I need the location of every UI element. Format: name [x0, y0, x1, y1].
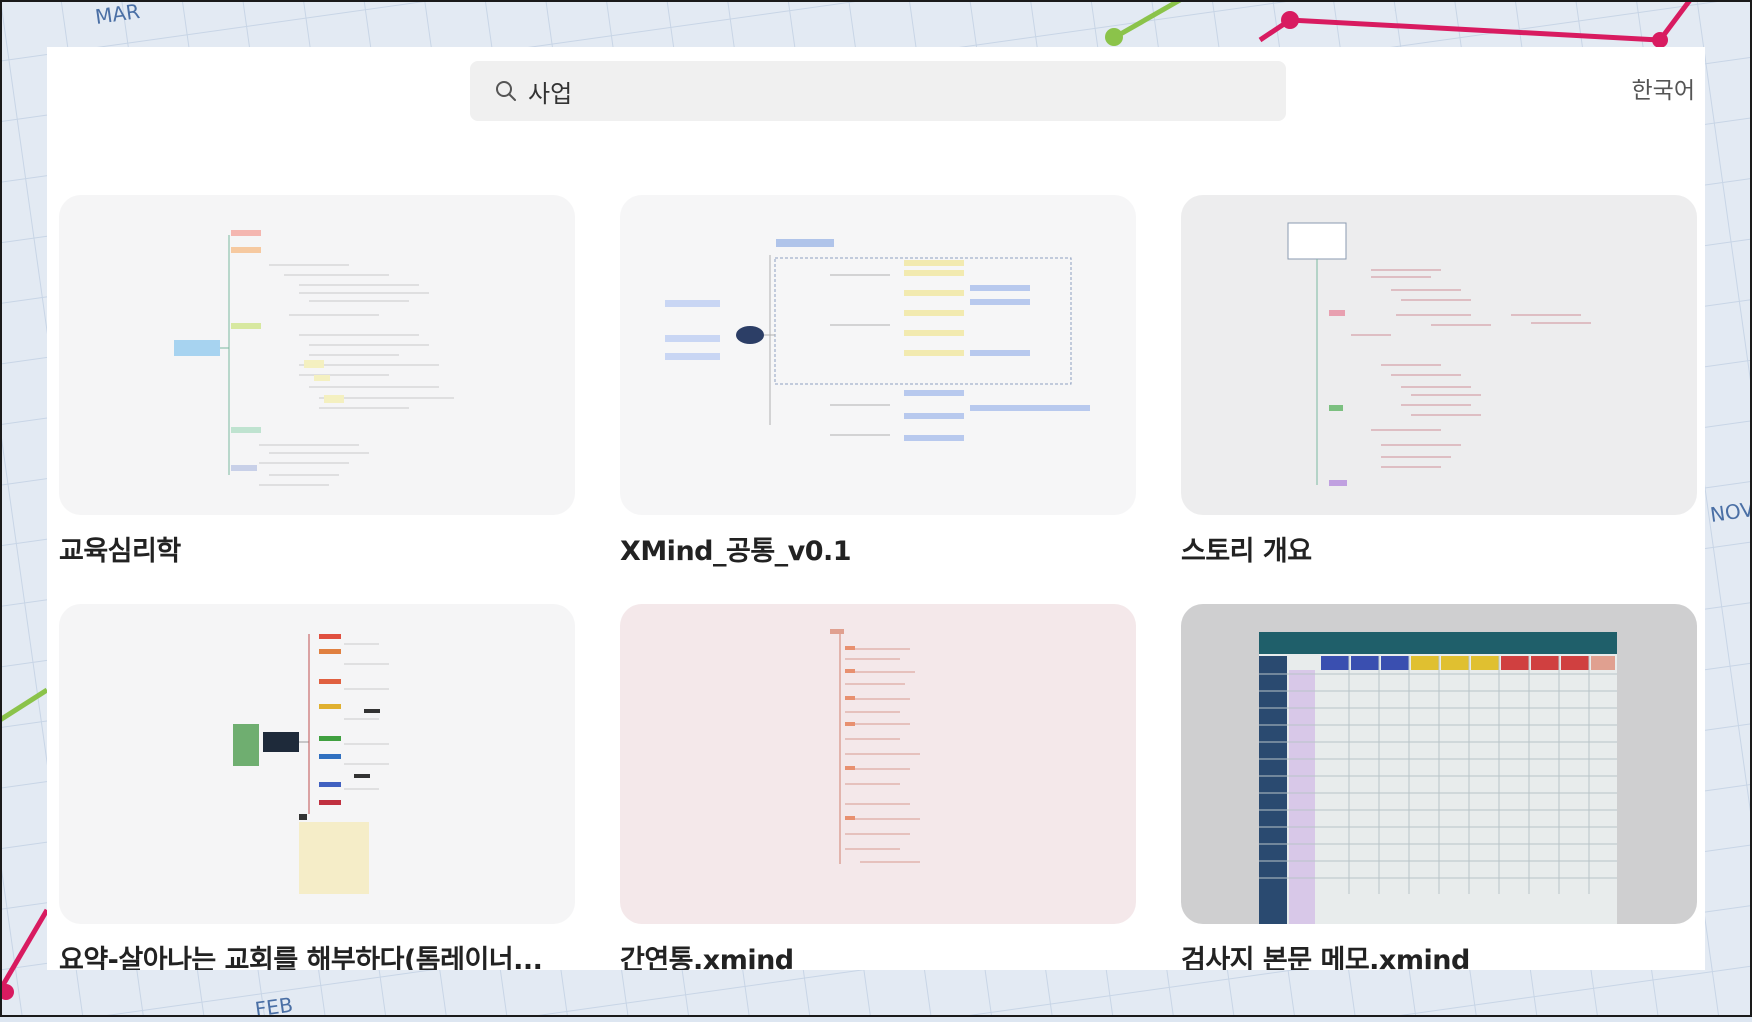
file-thumbnail[interactable]: [1181, 195, 1697, 515]
file-thumbnail[interactable]: [620, 604, 1136, 924]
file-card-3[interactable]: 스토리 개요: [1181, 195, 1697, 568]
search-input[interactable]: [526, 76, 1230, 106]
file-title[interactable]: 요약-살아나는 교회를 해부하다(톰레이너...: [59, 945, 543, 970]
mindmap-thumbnail-icon: [174, 230, 454, 486]
language-selector[interactable]: 한국어: [1631, 78, 1695, 104]
month-label-feb: FEB: [253, 992, 295, 1022]
file-card-4[interactable]: 요약-살아나는 교회를 해부하다(톰레이너...: [59, 604, 575, 970]
search-bar[interactable]: [470, 61, 1286, 121]
mindmap-thumbnail-icon: [830, 629, 920, 864]
file-thumbnail[interactable]: [620, 195, 1136, 515]
file-title[interactable]: 스토리 개요: [1181, 536, 1312, 567]
file-card-2[interactable]: XMind_공통_v0.1: [620, 195, 1136, 568]
mindmap-thumbnail-icon: [665, 239, 1090, 441]
mindmap-thumbnail-icon: [1287, 222, 1591, 486]
file-card-5[interactable]: 간연통.xmind: [620, 604, 1136, 970]
file-title[interactable]: 검사지 본문 메모.xmind: [1181, 945, 1470, 970]
file-title[interactable]: 간연통.xmind: [620, 945, 794, 970]
frame-left: [0, 0, 2, 1017]
mindmap-thumbnail-icon: [233, 634, 389, 894]
file-browser-panel: 한국어: [47, 47, 1705, 970]
spreadsheet-thumbnail-icon: [1259, 632, 1617, 924]
frame-bottom: [0, 1015, 1752, 1017]
file-thumbnail[interactable]: [59, 195, 575, 515]
file-thumbnail[interactable]: [59, 604, 575, 924]
file-card-6[interactable]: 검사지 본문 메모.xmind: [1181, 604, 1697, 970]
search-icon: [496, 81, 516, 101]
frame-top: [0, 0, 1752, 2]
file-title[interactable]: XMind_공통_v0.1: [620, 536, 852, 567]
file-title[interactable]: 교육심리학: [59, 536, 181, 567]
file-card-1[interactable]: 교육심리학: [59, 195, 575, 568]
frame-right: [1750, 0, 1752, 1017]
file-thumbnail[interactable]: [1181, 604, 1697, 924]
